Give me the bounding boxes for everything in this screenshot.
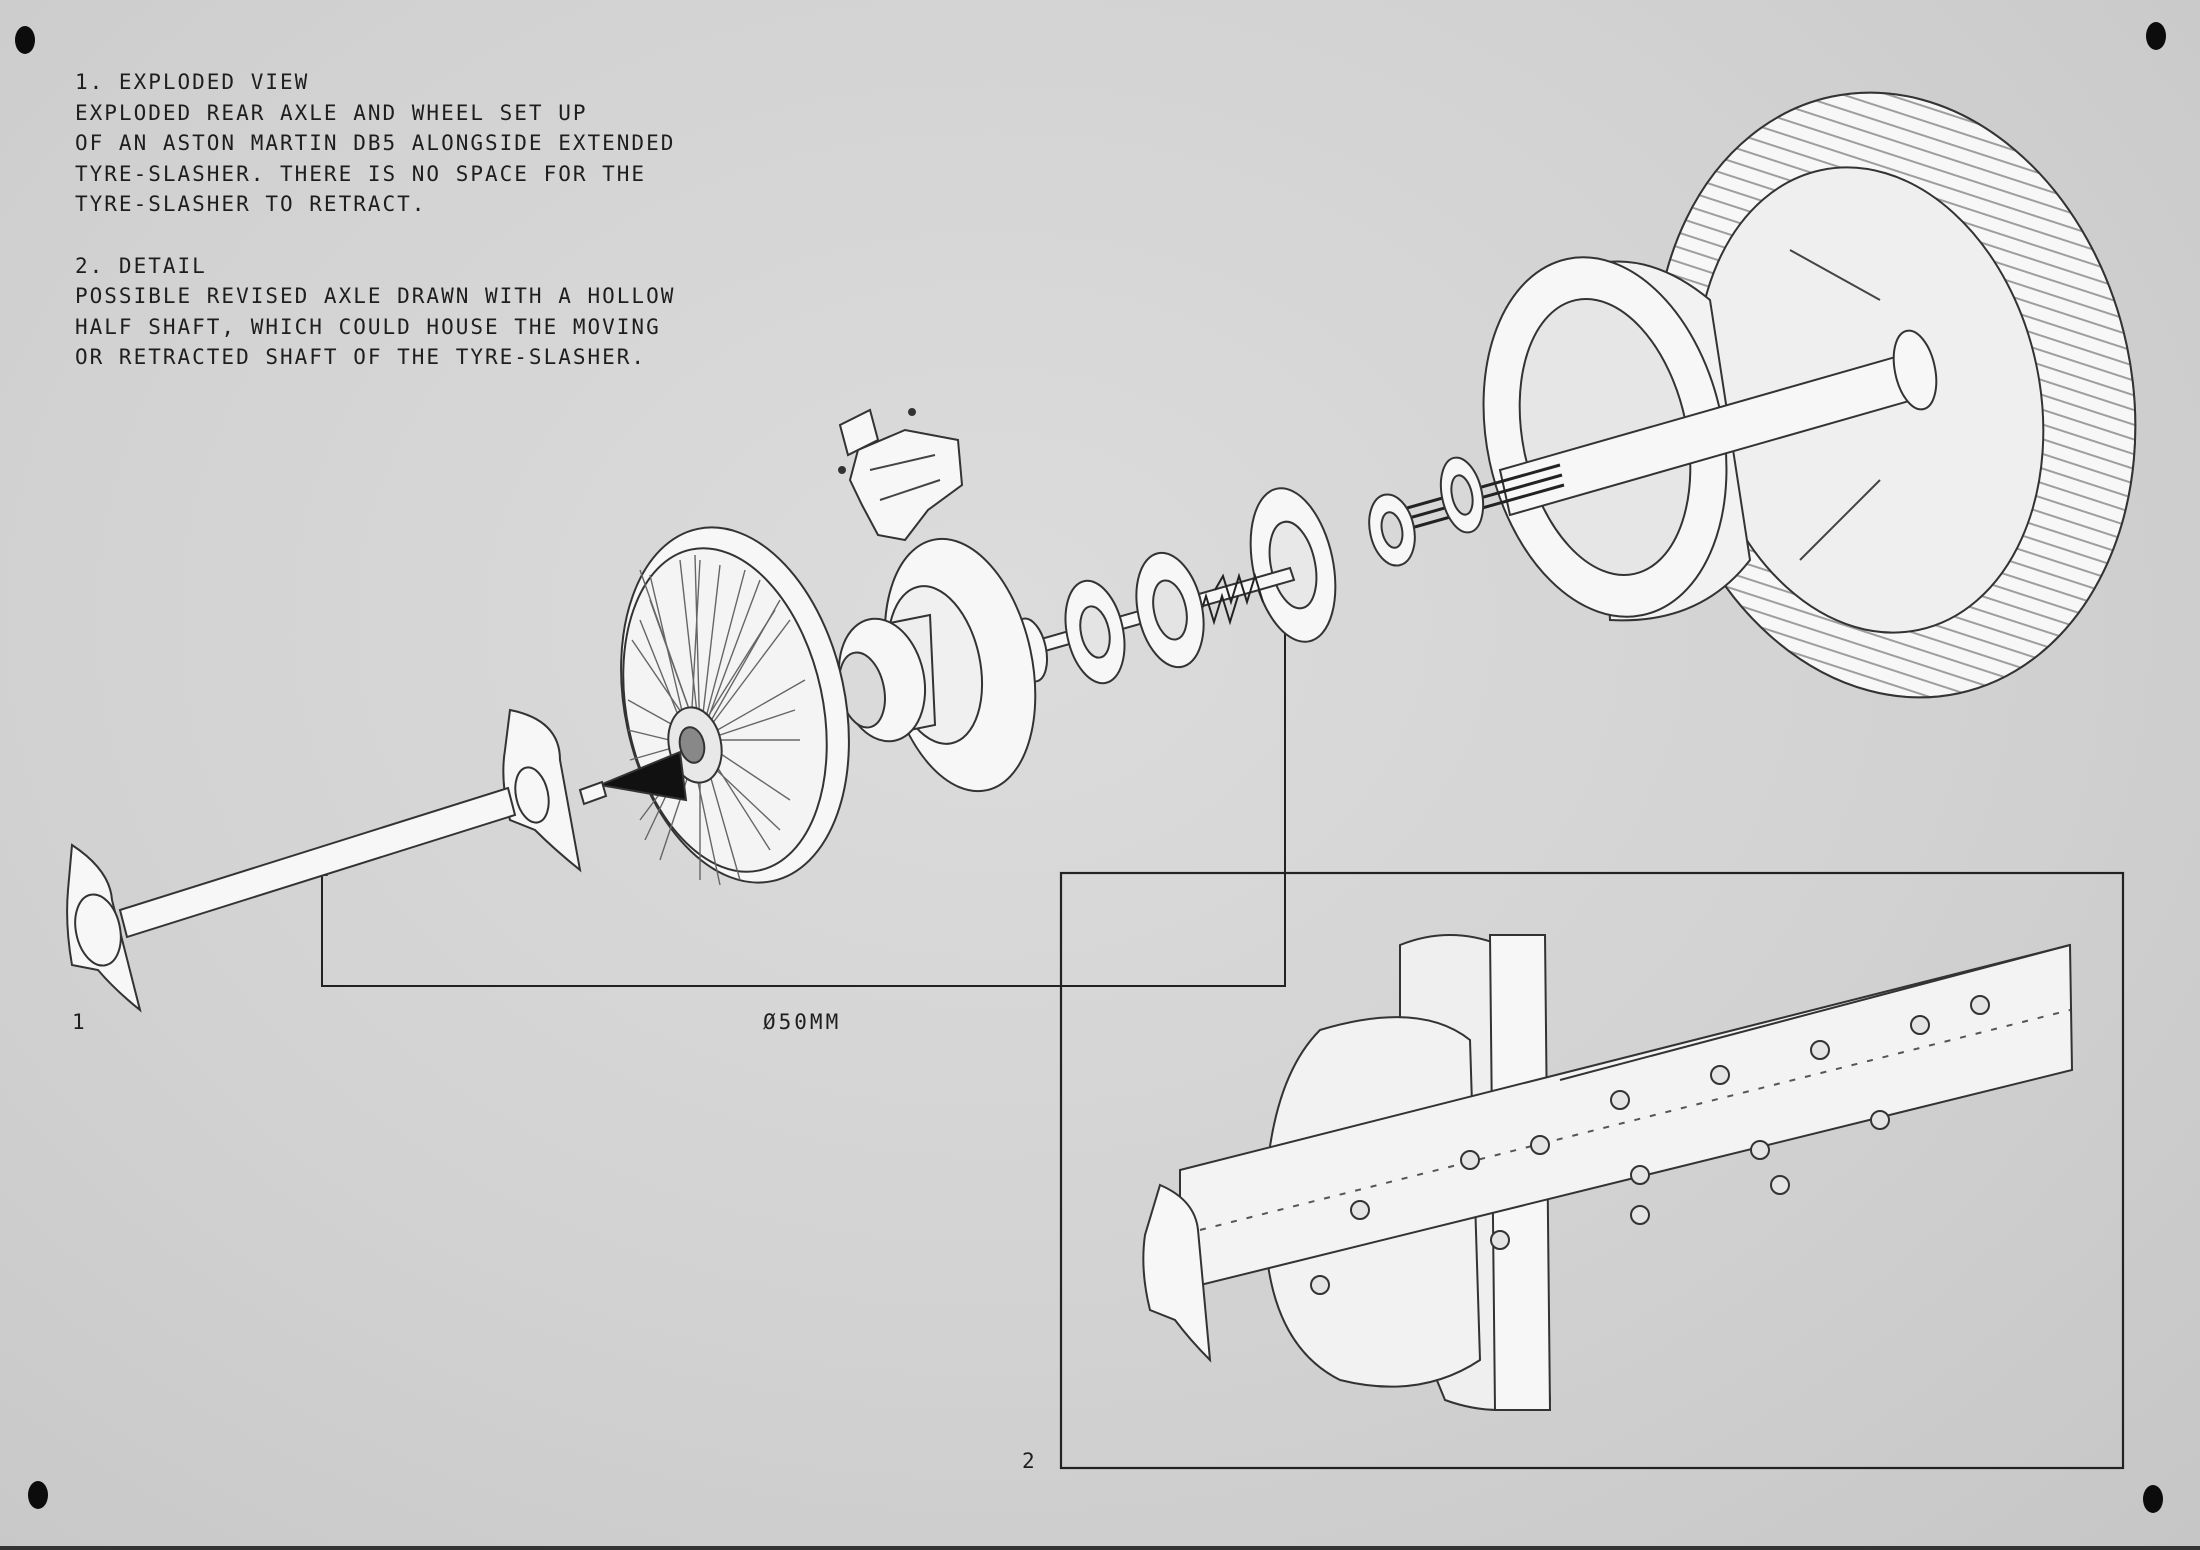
section1-line: EXPLODED REAR AXLE AND WHEEL SET UP — [75, 100, 588, 125]
bearing-inner — [1368, 493, 1416, 567]
wheel-rim — [1482, 256, 1752, 622]
mounting-pin — [28, 1481, 48, 1509]
bearing-outer — [1439, 456, 1485, 534]
detail-spinner — [1142, 1183, 1212, 1363]
brake-caliper — [838, 408, 964, 542]
section2-line: OR RETRACTED SHAFT OF THE TYRE-SLASHER. — [75, 345, 647, 369]
spline-collar-inner — [1064, 579, 1126, 685]
leader-line — [321, 555, 1286, 987]
spline-collar-outer — [1135, 551, 1205, 669]
section1-line: OF AN ASTON MARTIN DB5 ALONGSIDE EXTENDE… — [75, 131, 676, 155]
exploded-axle-assembly — [66, 91, 2137, 1013]
figure-2-label: 2 — [1022, 1449, 1036, 1473]
section2-line: POSSIBLE REVISED AXLE DRAWN WITH A HOLLO… — [75, 284, 676, 308]
half-shaft — [118, 786, 517, 939]
board-edge — [0, 1546, 2200, 1550]
detail-frame — [1059, 871, 2125, 1470]
description-notes: 1. EXPLODED VIEW EXPLODED REAR AXLE AND … — [75, 67, 835, 373]
mounting-pin — [2143, 1485, 2163, 1513]
mounting-pin — [2146, 22, 2166, 50]
knock-off-spinner-outer — [66, 843, 142, 1013]
tyre-slasher-cone — [596, 750, 688, 802]
section2-line: HALF SHAFT, WHICH COULD HOUSE THE MOVING — [75, 314, 661, 339]
knock-off-spinner-inner — [502, 708, 582, 873]
mounting-pin — [15, 26, 35, 54]
wire-wheel — [620, 526, 850, 886]
detail-cutaway — [1142, 934, 2074, 1411]
spacer — [75, 220, 835, 251]
hub-flange — [1249, 487, 1337, 643]
shaft-diameter-label: Ø50MM — [763, 1010, 842, 1034]
figure-1-label: 1 — [72, 1010, 86, 1034]
section1-heading: 1. EXPLODED VIEW — [75, 70, 310, 94]
section2-heading: 2. DETAIL — [75, 253, 207, 278]
section1-line: TYRE-SLASHER TO RETRACT. — [75, 192, 427, 216]
brake-disc — [837, 537, 1037, 793]
section1-line: TYRE-SLASHER. THERE IS NO SPACE FOR THE — [75, 161, 647, 186]
